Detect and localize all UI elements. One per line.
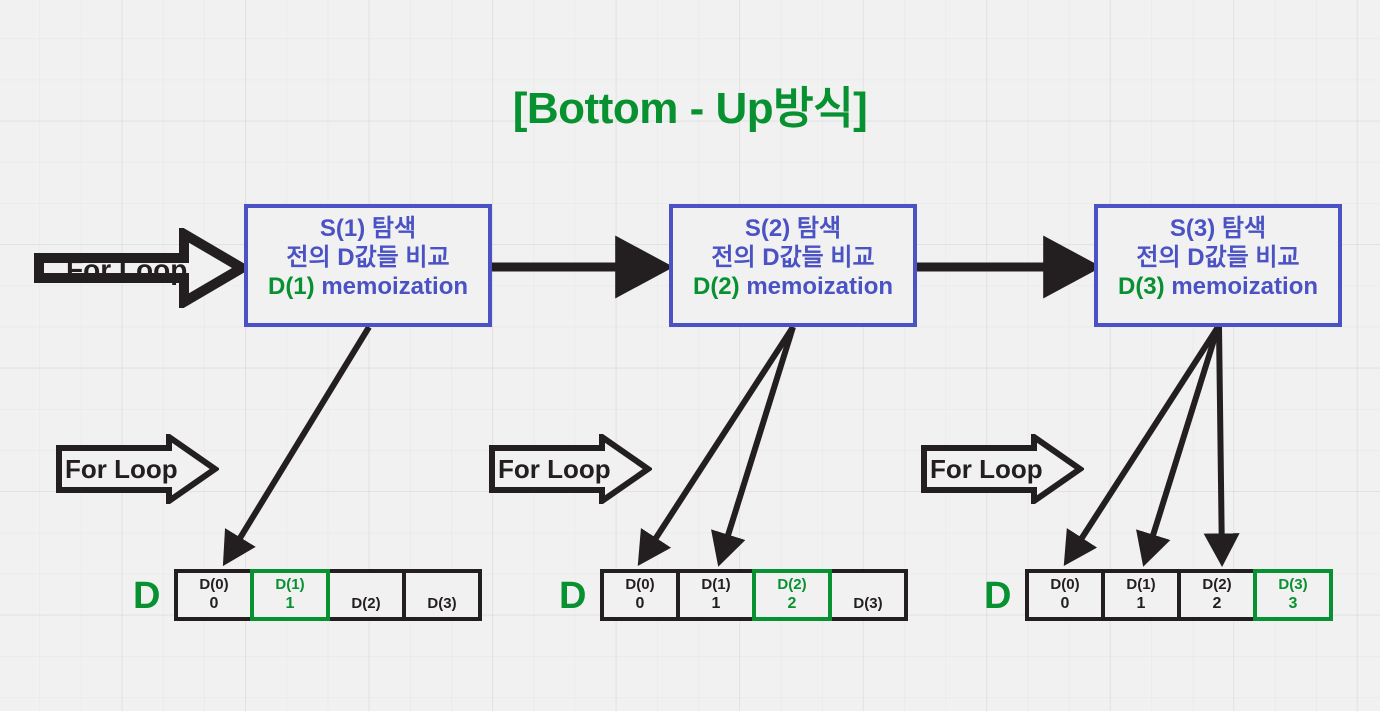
dp-cell-value: 0 — [1060, 595, 1070, 613]
dp-cell-d0[interactable]: D(0) 0 — [1025, 569, 1105, 621]
step-box-1-line2: 전의 D값들 비교 — [286, 243, 450, 271]
dp-cell-value: 1 — [285, 595, 295, 613]
for-loop-label-2: For Loop — [498, 454, 611, 484]
dp-cell-value: 2 — [1212, 595, 1222, 613]
dp-array-1: D D(0) 0 D(1) 1 D(2) D(3) — [133, 569, 493, 625]
step-box-2-memo: D(2) memoization — [673, 273, 913, 302]
dp-cell-d1[interactable]: D(1) 1 — [250, 569, 330, 621]
dp-cell-d3[interactable]: D(3) — [828, 569, 908, 621]
dp-cell-key: D(3) — [1278, 575, 1308, 593]
dp-array-2-label: D — [559, 575, 587, 617]
dp-array-1-label: D — [133, 575, 161, 617]
step-box-3-line2: 전의 D값들 비교 — [1136, 243, 1300, 271]
dp-array-3-cells: D(0) 0 D(1) 1 D(2) 2 D(3) 3 — [1025, 569, 1333, 621]
dp-cell-d2[interactable]: D(2) 2 — [1177, 569, 1257, 621]
dp-cell-key: D(1) — [1126, 575, 1156, 593]
dp-cell-value: 1 — [711, 595, 721, 613]
step-box-2-line1: S(2) 탐색 — [744, 215, 842, 242]
for-loop-arrow-3: For Loop — [921, 434, 1084, 504]
block-arrow-icon — [489, 434, 652, 504]
step-box-1-line1: S(1) 탐색 — [319, 215, 417, 242]
step-box-2[interactable]: S(2) 탐색 전의 D값들 비교 D(2) memoization — [669, 204, 917, 327]
step-box-3-memo-key: D(3) — [1117, 272, 1165, 300]
dp-cell-key: D(0) — [1050, 575, 1080, 593]
step-box-2-line2: 전의 D값들 비교 — [711, 243, 875, 271]
step-box-1-memo-key: D(1) — [267, 272, 315, 300]
dp-cell-key: D(1) — [701, 575, 731, 593]
for-loop-arrow-1: For Loop — [56, 434, 219, 504]
dp-cell-key: D(2) — [1202, 575, 1232, 593]
block-arrow-icon — [34, 228, 248, 308]
step-box-3[interactable]: S(3) 탐색 전의 D값들 비교 D(3) memoization — [1094, 204, 1342, 327]
arrow-step1-to-cell-d1 — [222, 325, 372, 567]
dp-cell-d0[interactable]: D(0) 0 — [174, 569, 254, 621]
for-loop-arrow-top: For Loop — [34, 228, 248, 308]
dp-array-1-cells: D(0) 0 D(1) 1 D(2) D(3) — [174, 569, 482, 621]
dp-cell-key: D(2) — [777, 575, 807, 593]
step-box-3-memo-text: memoization — [1164, 272, 1319, 300]
dp-cell-d2[interactable]: D(2) — [326, 569, 406, 621]
step-box-1-memo: D(1) memoization — [248, 273, 488, 302]
dp-cell-d3[interactable]: D(3) 3 — [1253, 569, 1333, 621]
arrow-step2-to-cell-d0 — [637, 325, 796, 567]
dp-cell-key: D(0) — [199, 575, 229, 593]
dp-cell-d1[interactable]: D(1) 1 — [1101, 569, 1181, 621]
block-arrow-icon — [56, 434, 219, 504]
arrow-step3-to-cell-d0 — [1063, 325, 1221, 567]
for-loop-arrow-2: For Loop — [489, 434, 652, 504]
for-loop-label-top: For Loop — [66, 254, 188, 285]
dp-array-3-label: D — [984, 575, 1012, 617]
dp-cell-value: 1 — [1136, 595, 1146, 613]
dp-cell-key: D(3) — [427, 594, 457, 612]
step-box-1-memo-text: memoization — [314, 272, 469, 300]
dp-cell-key: D(1) — [275, 575, 305, 593]
dp-array-2-cells: D(0) 0 D(1) 1 D(2) 2 D(3) — [600, 569, 908, 621]
arrow-step3-to-cell-d1 — [1136, 326, 1221, 567]
dp-array-2: D D(0) 0 D(1) 1 D(2) 2 D(3) — [559, 569, 919, 625]
for-loop-label-3: For Loop — [930, 454, 1043, 484]
step-box-2-memo-key: D(2) — [692, 272, 740, 300]
step-box-2-memo-text: memoization — [739, 272, 894, 300]
block-arrow-icon — [921, 434, 1084, 504]
dp-cell-d0[interactable]: D(0) 0 — [600, 569, 680, 621]
step-box-3-line1: S(3) 탐색 — [1169, 215, 1267, 242]
dp-cell-value: 2 — [787, 595, 797, 613]
dp-cell-key: D(0) — [625, 575, 655, 593]
dp-cell-d3[interactable]: D(3) — [402, 569, 482, 621]
step-box-3-memo: D(3) memoization — [1098, 273, 1338, 302]
for-loop-label-1: For Loop — [65, 454, 178, 484]
dp-cell-key: D(3) — [853, 594, 883, 612]
step-box-1[interactable]: S(1) 탐색 전의 D값들 비교 D(1) memoization — [244, 204, 492, 327]
arrow-step2-to-cell-d1 — [711, 326, 796, 567]
dp-cell-value: 0 — [635, 595, 645, 613]
dp-cell-key: D(2) — [351, 594, 381, 612]
page-title: [Bottom - Up방식] — [512, 84, 868, 133]
dp-cell-d1[interactable]: D(1) 1 — [676, 569, 756, 621]
arrow-step3-to-cell-d2 — [1203, 326, 1240, 567]
dp-array-3: D D(0) 0 D(1) 1 D(2) 2 D(3) 3 — [984, 569, 1344, 625]
dp-cell-d2[interactable]: D(2) 2 — [752, 569, 832, 621]
dp-cell-value: 3 — [1288, 595, 1298, 613]
dp-cell-value: 0 — [209, 595, 219, 613]
